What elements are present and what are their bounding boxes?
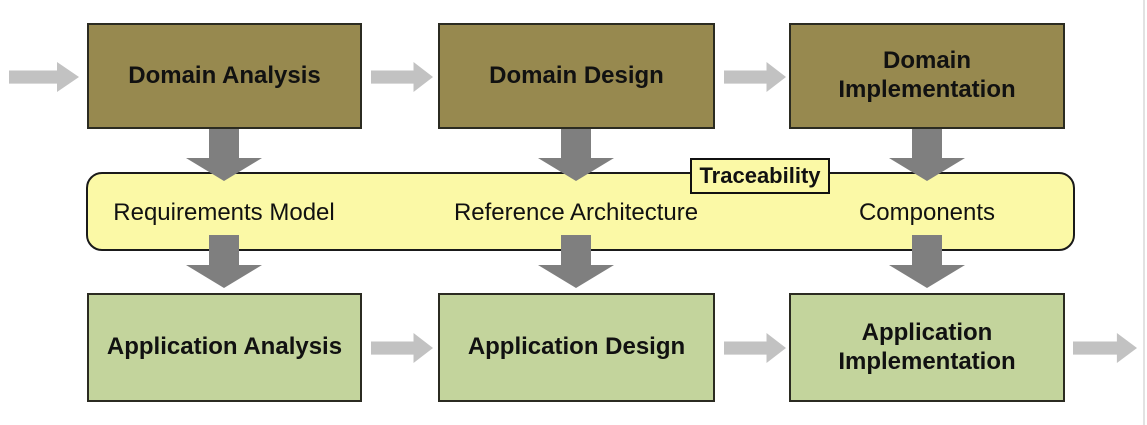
domain-analysis-box: Domain Analysis <box>87 23 362 129</box>
right-arrow-icon <box>724 62 786 92</box>
right-arrow-icon <box>371 333 433 363</box>
right-arrow-icon <box>1073 333 1137 363</box>
domain-implementation-box: Domain Implementation <box>789 23 1065 129</box>
down-arrow-icon <box>186 235 262 288</box>
domain-analysis-label: Domain Analysis <box>128 61 321 89</box>
right-arrow-icon <box>371 62 433 92</box>
down-arrow-icon <box>889 128 965 181</box>
down-arrow-icon <box>186 128 262 181</box>
application-design-label: Application Design <box>467 333 686 361</box>
application-implementation-label: Application Implementation <box>838 318 1016 375</box>
application-implementation-box: Application Implementation <box>789 293 1065 402</box>
requirements-model-label: Requirements Model <box>113 199 335 226</box>
domain-implementation-label: Domain Implementation <box>838 47 1016 103</box>
components-label: Components <box>858 199 996 226</box>
domain-design-label: Domain Design <box>489 61 664 89</box>
down-arrow-icon <box>538 128 614 181</box>
page-edge-line <box>1143 0 1145 425</box>
right-arrow-icon <box>724 333 786 363</box>
application-analysis-label: Application Analysis <box>106 333 343 361</box>
down-arrow-icon <box>538 235 614 288</box>
right-arrow-icon <box>9 62 79 92</box>
application-design-box: Application Design <box>438 293 715 402</box>
traceability-tag: Traceability <box>690 158 830 194</box>
reference-architecture-label: Reference Architecture <box>453 199 699 226</box>
down-arrow-icon <box>889 235 965 288</box>
application-analysis-box: Application Analysis <box>87 293 362 402</box>
traceability-label: Traceability <box>699 163 821 188</box>
domain-design-box: Domain Design <box>438 23 715 129</box>
